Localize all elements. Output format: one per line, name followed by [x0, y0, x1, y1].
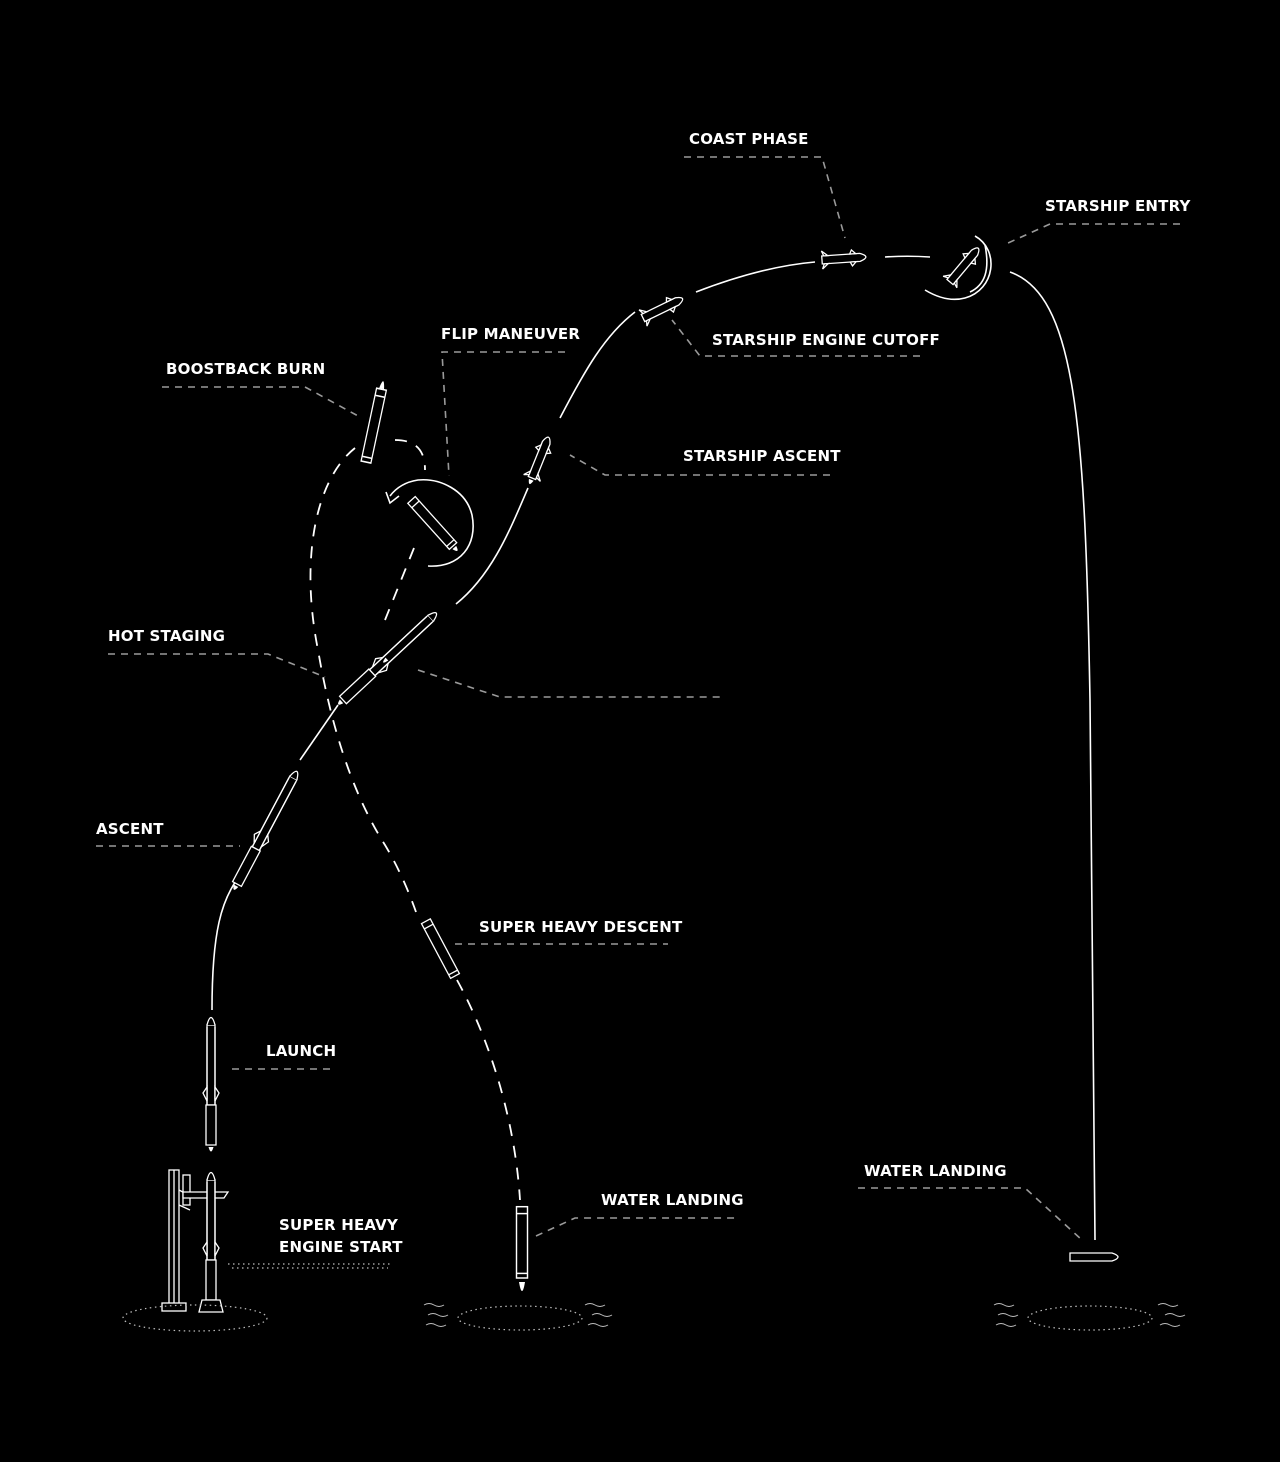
- vehicle-boostback-burn: [360, 381, 388, 464]
- ascent-trajectory-upper: [299, 704, 339, 761]
- label-coast-phase: COAST PHASE: [689, 130, 809, 148]
- leader-coast-phase: [684, 156, 846, 239]
- vehicle-on-pad: [198, 1171, 224, 1313]
- vehicle-launch: [202, 1016, 220, 1152]
- label-starship-entry: STARSHIP ENTRY: [1045, 197, 1191, 215]
- vehicle-flip-maneuver: [385, 479, 474, 567]
- ascent-trajectory: [211, 877, 239, 1011]
- super-heavy-descent-dashed-upper: [309, 447, 417, 913]
- vehicle-booster-water-landing: [515, 1205, 529, 1291]
- leader-hot-staging-right: [417, 669, 722, 698]
- vehicle-starship-entry: [924, 235, 992, 301]
- leader-starship-engine-cutoff: [671, 319, 920, 357]
- leader-starship-ascent: [569, 454, 830, 476]
- label-hot-staging: HOT STAGING: [108, 627, 226, 645]
- label-ascent: ASCENT: [96, 820, 164, 838]
- coast-trajectory-2: [884, 255, 931, 258]
- coast-trajectory: [695, 261, 816, 293]
- starship-descent-trajectory: [1009, 271, 1096, 1241]
- label-super-heavy-engine-start-line2: ENGINE START: [279, 1238, 403, 1256]
- flip-dashed-link: [384, 547, 415, 621]
- leader-water-landing-ship: [858, 1187, 1083, 1241]
- launch-pad-ground: [122, 1263, 392, 1332]
- vehicle-hot-staging: [336, 606, 443, 707]
- leader-water-landing-booster: [535, 1217, 740, 1237]
- label-super-heavy-descent: SUPER HEAVY DESCENT: [479, 918, 683, 936]
- label-super-heavy-engine-start: SUPER HEAVY ENGINE START: [279, 1214, 439, 1258]
- label-boostback-burn: BOOSTBACK BURN: [166, 360, 326, 378]
- starship-ascent-trajectory: [455, 487, 529, 605]
- label-launch: LAUNCH: [266, 1042, 337, 1060]
- vehicle-ship-water-landing: [1069, 1252, 1119, 1262]
- leader-boostback-burn: [162, 386, 361, 418]
- leader-hot-staging: [108, 653, 326, 678]
- vehicle-starship-ascent: [523, 433, 558, 485]
- label-super-heavy-engine-start-line1: SUPER HEAVY: [279, 1216, 399, 1234]
- boostback-dashed-trajectory: [394, 439, 426, 471]
- label-water-landing-booster: WATER LANDING: [601, 1191, 744, 1209]
- vehicle-super-heavy-descent: [420, 918, 461, 979]
- label-flip-maneuver: FLIP MANEUVER: [441, 325, 581, 343]
- label-starship-engine-cutoff: STARSHIP ENGINE CUTOFF: [712, 331, 940, 349]
- vehicle-ascent: [229, 767, 305, 891]
- label-water-landing-ship: WATER LANDING: [864, 1162, 1007, 1180]
- leader-flip-maneuver: [441, 351, 565, 477]
- vehicle-coast-phase: [820, 247, 868, 270]
- starship-ascent-trajectory-2: [559, 311, 636, 419]
- label-starship-ascent: STARSHIP ASCENT: [683, 447, 841, 465]
- booster-water-splash: [423, 1303, 613, 1331]
- vehicle-starship-engine-cutoff: [638, 289, 688, 327]
- leader-starship-entry: [1007, 223, 1180, 244]
- launch-tower: [161, 1169, 230, 1312]
- ship-water-splash: [993, 1303, 1186, 1331]
- super-heavy-descent-dashed-lower: [456, 979, 521, 1201]
